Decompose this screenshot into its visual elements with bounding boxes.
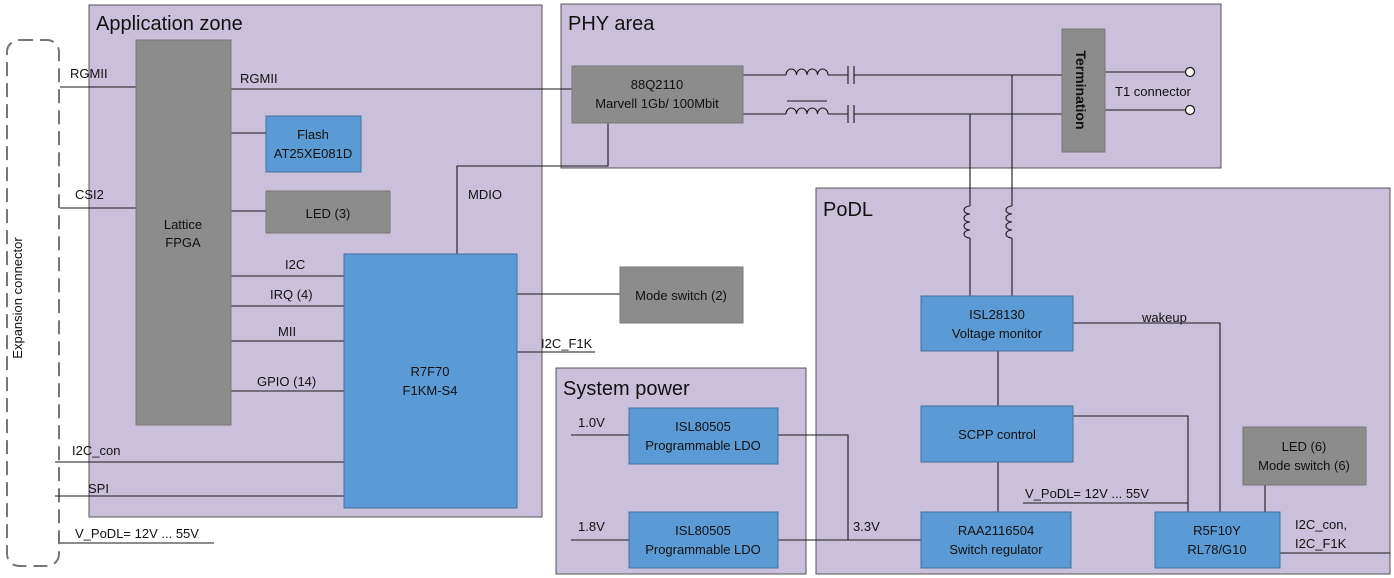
- svg-text:Marvell 1Gb/ 100Mbit: Marvell 1Gb/ 100Mbit: [595, 96, 719, 111]
- t1-terminal-negative: [1184, 104, 1196, 116]
- connection-lines: [55, 71, 1390, 554]
- svg-text:RL78/G10: RL78/G10: [1187, 542, 1246, 557]
- vpodl-right-label: V_PoDL= 12V ... 55V: [1025, 486, 1149, 501]
- i2c-f1k-label: I2C_F1K: [541, 336, 593, 351]
- vpodl-left-label: V_PoDL= 12V ... 55V: [75, 526, 199, 541]
- i2c-con-f1k-label-line1: I2C_con,: [1295, 517, 1347, 532]
- svg-text:ISL80505: ISL80505: [675, 419, 731, 434]
- svg-text:F1KM-S4: F1KM-S4: [403, 383, 458, 398]
- phy-area-title: PHY area: [568, 13, 655, 35]
- svg-text:Mode switch (6): Mode switch (6): [1258, 458, 1350, 473]
- svg-text:Flash: Flash: [297, 127, 329, 142]
- mii-label: MII: [278, 324, 296, 339]
- svg-text:FPGA: FPGA: [165, 235, 201, 250]
- mcu-f1km-block: R7F70 F1KM-S4: [343, 253, 518, 509]
- v33-label: 3.3V: [853, 519, 880, 534]
- irq-label: IRQ (4): [270, 287, 313, 302]
- svg-text:AT25XE081D: AT25XE081D: [274, 146, 353, 161]
- svg-text:Switch regulator: Switch regulator: [949, 542, 1043, 557]
- rgmii-right-label: RGMII: [240, 71, 278, 86]
- svg-text:Programmable LDO: Programmable LDO: [645, 438, 761, 453]
- svg-text:ISL80505: ISL80505: [675, 523, 731, 538]
- scpp-control-block: SCPP control: [920, 405, 1074, 463]
- svg-text:RAA2116504: RAA2116504: [958, 523, 1034, 538]
- svg-text:Programmable LDO: Programmable LDO: [645, 542, 761, 557]
- spi-label: SPI: [88, 481, 109, 496]
- mdio-label: MDIO: [468, 187, 502, 202]
- i2c-label: I2C: [285, 257, 305, 272]
- i2c-con-label: I2C_con: [72, 443, 120, 458]
- csi2-label: CSI2: [75, 187, 104, 202]
- svg-text:LED (3): LED (3): [306, 206, 351, 221]
- i2c-con-f1k-label-line2: I2C_F1K: [1295, 536, 1347, 551]
- svg-text:Lattice: Lattice: [164, 217, 202, 232]
- fpga-block: Lattice FPGA: [135, 39, 232, 426]
- svg-text:SCPP control: SCPP control: [958, 427, 1036, 442]
- rgmii-left-label: RGMII: [70, 66, 108, 81]
- phy-capacitors: [847, 66, 855, 123]
- phy-inductors: [785, 68, 829, 115]
- svg-text:ISL28130: ISL28130: [969, 307, 1025, 322]
- flash-block: Flash AT25XE081D: [265, 115, 362, 173]
- podl-zone: [815, 187, 1391, 575]
- svg-text:88Q2110: 88Q2110: [631, 77, 684, 92]
- termination-block: Termination: [1061, 28, 1106, 153]
- t1-terminal-positive: [1184, 66, 1196, 78]
- svg-text:Termination: Termination: [1073, 50, 1089, 129]
- svg-text:Mode switch (2): Mode switch (2): [635, 288, 727, 303]
- podl-inductors: [963, 205, 1013, 239]
- mode-switch-block: Mode switch (2): [619, 266, 744, 324]
- application-zone-title: Application zone: [96, 13, 243, 35]
- svg-text:Voltage monitor: Voltage monitor: [952, 326, 1043, 341]
- ldo2-block: ISL80505 Programmable LDO: [628, 511, 779, 569]
- system-power-title: System power: [563, 378, 690, 400]
- svg-text:R5F10Y: R5F10Y: [1193, 523, 1241, 538]
- svg-text:R7F70: R7F70: [410, 364, 449, 379]
- led6-block: LED (6) Mode switch (6): [1242, 426, 1367, 486]
- ldo1-block: ISL80505 Programmable LDO: [628, 407, 779, 465]
- switch-regulator-block: RAA2116504 Switch regulator: [920, 511, 1072, 569]
- phy-chip-block: 88Q2110 Marvell 1Gb/ 100Mbit: [571, 65, 744, 124]
- led3-block: LED (3): [265, 190, 391, 234]
- gpio-label: GPIO (14): [257, 374, 316, 389]
- svg-text:LED (6): LED (6): [1282, 439, 1327, 454]
- podl-zone-title: PoDL: [823, 199, 873, 221]
- v10-label: 1.0V: [578, 415, 605, 430]
- voltage-monitor-block: ISL28130 Voltage monitor: [920, 295, 1074, 352]
- wakeup-label: wakeup: [1141, 310, 1187, 325]
- expansion-connector-outline: [6, 39, 60, 567]
- t1-connector-label: T1 connector: [1115, 84, 1192, 99]
- v18-label: 1.8V: [578, 519, 605, 534]
- mcu-rl78-block: R5F10Y RL78/G10: [1154, 511, 1281, 569]
- expansion-connector-label: Expansion connector: [10, 237, 25, 359]
